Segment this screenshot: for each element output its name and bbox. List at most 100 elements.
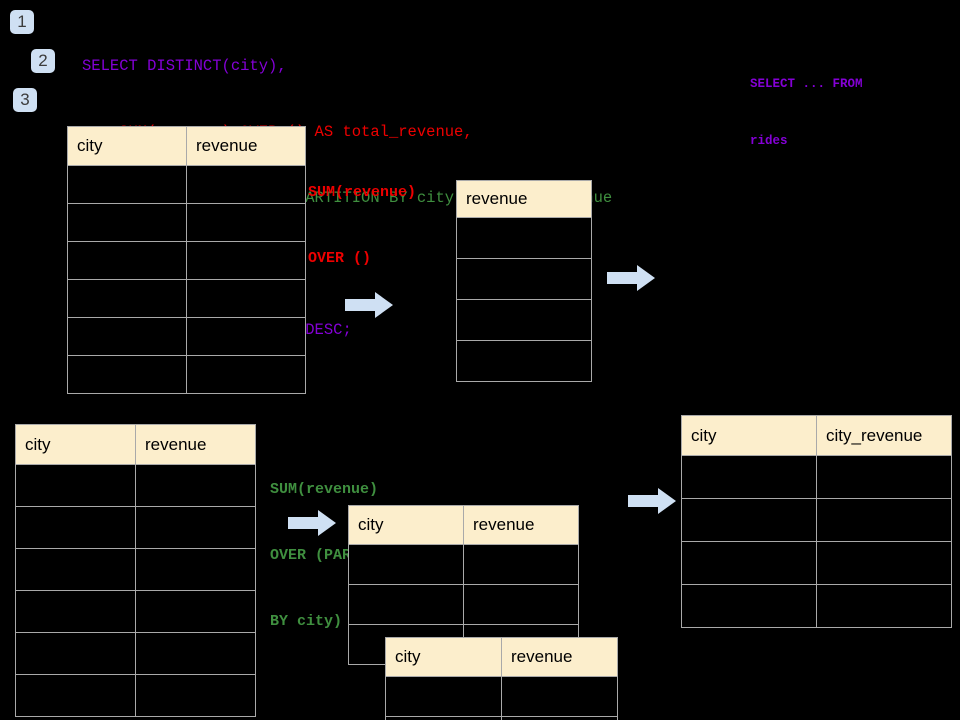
table-row [385,676,618,717]
select-from-rides-note: SELECT ... FROM rides [750,37,863,189]
column-header-city: city [348,505,464,545]
rides-source-table-bottom: city revenue [15,424,256,717]
table-cell [15,506,136,549]
table-cell [816,584,952,628]
table-cell [463,544,579,585]
table-cell [186,241,306,280]
column-header-city: city [67,126,187,166]
table-cell [816,455,952,499]
step-badge-1[interactable]: 1 [10,10,34,34]
table-cell [186,279,306,318]
step-badge-2[interactable]: 2 [31,49,55,73]
table-cell [135,506,256,549]
table-cell [67,317,187,356]
table-row [67,165,306,204]
annotation-total-revenue-line1: SUM(revenue) [308,184,417,201]
arrow-right-icon [628,488,676,514]
arrow-total-to-result [607,265,655,291]
table-row [15,632,256,675]
table-row [681,541,952,585]
table-row [67,203,306,242]
table-cell [67,279,187,318]
table-row [15,506,256,549]
arrow-source-to-total [345,292,393,318]
column-header-revenue: revenue [186,126,306,166]
table-row [385,716,618,720]
partition-table-front: city revenue [385,637,618,720]
table-cell [348,584,464,625]
table-cell [186,203,306,242]
column-header-revenue: revenue [463,505,579,545]
table-cell [501,676,618,717]
table-cell [67,241,187,280]
table-cell [456,340,592,382]
annotation-city-revenue-line3: BY city) [270,613,343,630]
rides-source-table-top: city revenue [67,126,306,394]
table-cell [135,590,256,633]
column-header-city-revenue: city_revenue [816,415,952,456]
table-cell [186,165,306,204]
table-cell [456,217,592,259]
table-cell [385,676,502,717]
table-cell [135,548,256,591]
table-cell [501,716,618,720]
table-row [67,355,306,394]
result-table: city city_revenue [681,415,952,628]
table-cell [186,317,306,356]
table-row [456,258,592,300]
step-badge-3[interactable]: 3 [13,88,37,112]
table-cell [135,632,256,675]
annotation-city-revenue-line1: SUM(revenue) [270,481,379,498]
select-from-rides-note-line2: rides [750,134,788,148]
table-header-row: city city_revenue [681,415,952,456]
table-row [15,464,256,507]
total-revenue-table: revenue [456,180,592,382]
table-cell [385,716,502,720]
table-cell [816,541,952,585]
table-cell [15,590,136,633]
table-cell [456,299,592,341]
select-from-rides-note-line1: SELECT ... FROM [750,77,863,91]
column-header-city: city [385,637,502,677]
table-header-row: city revenue [348,505,579,545]
annotation-total-revenue-line2: OVER () [308,250,372,267]
table-row [681,584,952,628]
table-cell [681,584,817,628]
table-cell [15,674,136,717]
column-header-revenue: revenue [135,424,256,465]
sql-line-1: SELECT DISTINCT(city), [82,57,287,75]
table-row [348,584,579,625]
table-row [456,217,592,259]
arrow-source-to-partition [288,510,336,536]
arrow-right-icon [288,510,336,536]
table-cell [67,203,187,242]
table-cell [681,498,817,542]
table-row [456,340,592,382]
table-cell [15,632,136,675]
table-row [456,299,592,341]
arrow-partition-to-result [628,488,676,514]
table-row [348,544,579,585]
table-cell [681,455,817,499]
table-cell [186,355,306,394]
table-cell [135,674,256,717]
arrow-right-icon [607,265,655,291]
table-row [15,590,256,633]
column-header-revenue: revenue [456,180,592,218]
table-cell [348,544,464,585]
table-cell [816,498,952,542]
table-cell [15,464,136,507]
column-header-city: city [15,424,136,465]
table-cell [67,355,187,394]
table-row [67,241,306,280]
table-row [15,674,256,717]
table-cell [463,584,579,625]
table-row [681,498,952,542]
table-cell [681,541,817,585]
table-row [681,455,952,499]
annotation-total-revenue: SUM(revenue) OVER () [308,138,416,314]
table-row [15,548,256,591]
table-header-row: city revenue [385,637,618,677]
column-header-revenue: revenue [501,637,618,677]
